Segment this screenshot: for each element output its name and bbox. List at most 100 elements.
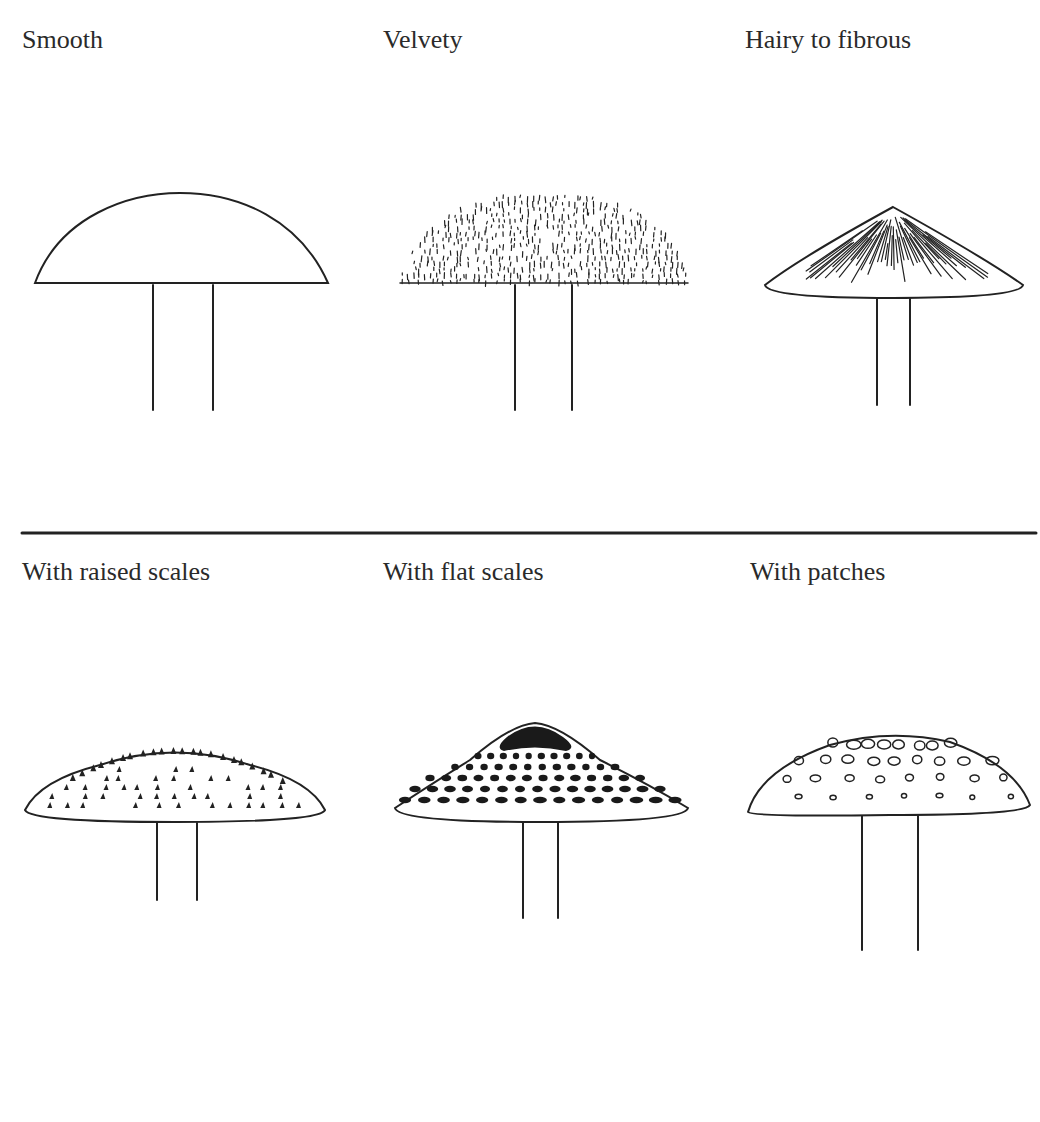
velvet-mark	[442, 238, 443, 241]
velvet-mark	[462, 245, 463, 249]
velvet-mark	[604, 256, 606, 260]
velvet-mark	[424, 250, 426, 253]
velvet-mark	[595, 268, 596, 270]
velvet-mark	[537, 251, 539, 255]
flat-scale	[619, 786, 631, 792]
velvet-mark	[583, 209, 584, 212]
velvet-mark	[413, 261, 415, 263]
velvet-mark	[493, 219, 495, 222]
velvet-mark	[496, 249, 497, 255]
velvet-mark	[575, 220, 576, 223]
scale-spike	[227, 802, 232, 808]
divider-line	[22, 532, 1036, 535]
scale-spike	[261, 767, 267, 774]
flat-scale	[549, 786, 560, 792]
velvet-mark	[547, 214, 549, 218]
velvet-mark	[456, 263, 457, 266]
velvet-mark	[598, 233, 600, 236]
velvet-mark	[601, 226, 603, 231]
velvet-mark	[666, 255, 667, 260]
scale-spike	[65, 802, 70, 808]
velvet-mark	[540, 275, 541, 280]
scale-spike	[260, 802, 265, 808]
velvet-mark	[498, 219, 499, 222]
velvet-mark	[660, 269, 661, 271]
flat-scale	[476, 797, 488, 803]
velvet-mark	[625, 239, 626, 243]
velvet-mark	[544, 261, 545, 267]
velvet-mark	[517, 227, 519, 229]
velvet-mark	[549, 280, 551, 283]
velvet-mark	[645, 281, 647, 283]
velvet-mark	[583, 219, 584, 224]
velvet-mark	[478, 279, 479, 282]
patch	[877, 740, 890, 749]
scale-spike	[127, 752, 133, 759]
patch	[876, 776, 885, 783]
fibre-line	[893, 227, 895, 270]
velvet-mark	[685, 273, 686, 276]
scale-spike	[79, 769, 85, 776]
velvet-mark	[557, 225, 558, 228]
velvet-mark	[521, 267, 523, 272]
velvet-mark	[605, 262, 607, 268]
velvet-mark	[564, 237, 565, 241]
scale-spike	[153, 775, 158, 781]
scale-spike	[280, 802, 285, 808]
velvet-mark	[520, 219, 522, 222]
velvet-mark	[496, 197, 497, 200]
flat-scale	[522, 775, 532, 781]
flat-scale	[418, 797, 431, 803]
velvet-mark	[553, 215, 555, 220]
surface-label: Smooth	[22, 26, 103, 55]
velvet-mark	[574, 249, 576, 254]
surface-label: With patches	[750, 558, 885, 587]
velvet-mark	[439, 262, 440, 267]
flat-scale	[603, 775, 612, 781]
velvet-mark	[426, 232, 428, 237]
velvet-mark	[526, 256, 528, 260]
flat-scale	[509, 764, 517, 770]
velvet-mark	[499, 245, 501, 247]
velvet-mark	[527, 203, 529, 207]
velvet-mark	[514, 201, 516, 205]
velvet-mark	[450, 233, 452, 237]
scale-spike	[70, 774, 76, 781]
velvet-mark	[665, 262, 667, 264]
velvet-mark	[568, 215, 570, 220]
velvet-mark	[659, 244, 660, 246]
velvet-mark	[538, 245, 540, 250]
scale-spike	[104, 784, 109, 790]
velvet-mark	[527, 209, 529, 212]
velvet-mark	[534, 279, 535, 282]
scale-spike	[197, 749, 203, 756]
scale-spike	[134, 784, 139, 790]
velvet-mark	[637, 221, 639, 225]
flat-scale	[494, 764, 502, 770]
velvet-mark	[444, 262, 445, 266]
velvet-mark	[630, 268, 632, 271]
velvet-mark	[616, 209, 618, 213]
patch	[970, 795, 975, 800]
velvet-mark	[676, 268, 678, 274]
scale-spike	[208, 750, 214, 757]
patch	[1008, 794, 1013, 799]
velvet-mark	[599, 238, 601, 242]
velvet-mark	[624, 262, 625, 267]
surface-label: Hairy to fibrous	[745, 26, 911, 55]
scale-spike	[188, 784, 193, 790]
velvet-mark	[484, 231, 485, 235]
velvet-mark	[557, 196, 558, 200]
velvet-mark	[558, 273, 559, 278]
velvet-mark	[593, 209, 594, 214]
velvet-mark	[556, 244, 558, 249]
flat-scale	[466, 764, 473, 770]
velvet-mark	[418, 274, 419, 277]
velvet-mark	[586, 203, 588, 209]
velvet-mark	[461, 238, 462, 240]
velvet-mark	[520, 231, 522, 234]
velvet-mark	[579, 244, 581, 246]
flat-scale	[572, 797, 585, 803]
velvet-mark	[569, 202, 570, 207]
velvet-mark	[514, 207, 515, 209]
